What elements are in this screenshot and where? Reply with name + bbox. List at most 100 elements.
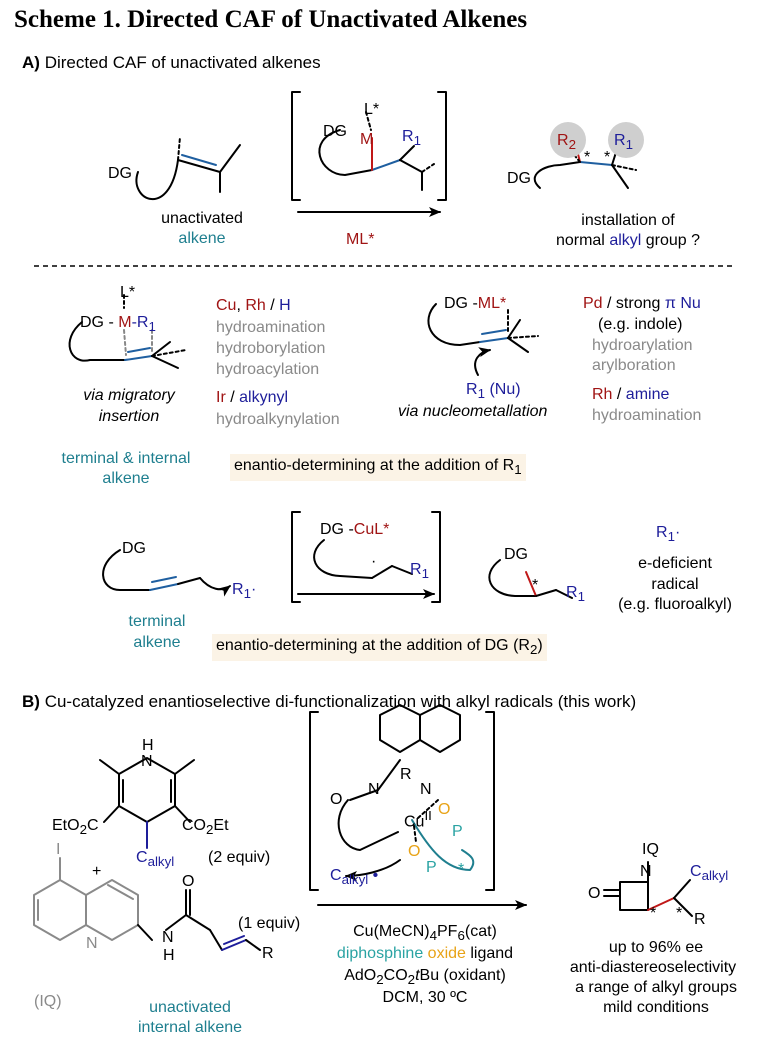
int-p2: P	[426, 859, 437, 876]
dg-product-radical: DG	[504, 546, 528, 563]
iq-product: IQ	[642, 841, 659, 858]
section-a-header: A) Directed CAF of unactivated alkenes	[22, 53, 321, 72]
lactam-n: N	[640, 863, 652, 880]
int-o1: O	[438, 801, 451, 818]
unactivated-b: unactivated	[149, 999, 231, 1016]
radical-label: radical	[651, 576, 699, 593]
bracket-tether	[318, 129, 373, 176]
pd-reaction-2: arylboration	[592, 357, 676, 374]
ir-alkynyl: Ir / alkynyl	[216, 389, 289, 406]
int-n2: N	[420, 781, 432, 798]
amide-n: N	[162, 929, 174, 946]
section-b-header: B) Cu-catalyzed enantioselective di-func…	[22, 692, 636, 711]
stereocenter-star: *	[604, 149, 611, 166]
product-r: R	[694, 911, 706, 928]
cu-ii: CuII	[404, 808, 432, 831]
stereocenter-star: *	[584, 149, 591, 166]
calkyl-product: Calkyl	[690, 863, 729, 884]
a1-bond	[219, 144, 241, 173]
cu-rh-h: Cu, Rh / H	[216, 297, 291, 314]
bracket-left-2	[291, 511, 301, 603]
r1-radical: R1·	[232, 581, 257, 602]
section-a-label: A)	[22, 53, 40, 72]
insertion-label: insertion	[98, 408, 160, 425]
product-star-1: *	[650, 905, 657, 922]
r1-product-radical: R1	[566, 584, 585, 605]
product-star-2: *	[676, 905, 683, 922]
result-ee: up to 96% ee	[608, 939, 704, 956]
dg-radical: DG	[122, 540, 146, 557]
int-n: N	[368, 781, 380, 798]
enantio-dg-banner: enantio-determining at the addition of D…	[212, 634, 547, 662]
mig-reaction-2: hydroborylation	[216, 340, 326, 357]
int-star: *	[458, 861, 465, 878]
alkene-label-2: alkene	[102, 470, 150, 487]
r1-nu-label: R1 (Nu)	[466, 381, 521, 402]
rh-amine: Rh / amine	[592, 386, 670, 403]
int-o: O	[330, 791, 343, 808]
amide-o: O	[182, 873, 195, 890]
normal-alkyl-label: normal alkyl group ?	[555, 232, 701, 249]
r1-bracket: R1	[410, 561, 429, 582]
r2-label-product: R2	[557, 132, 576, 153]
radical-dot: ·	[371, 553, 377, 570]
result-diastereo: anti-diastereoselectivity	[569, 959, 737, 976]
pd-reaction-1: hydroarylation	[592, 337, 693, 354]
catalyst-condition: Cu(MeCN)4PF6(cat)	[353, 923, 497, 944]
iodo-label: I	[56, 841, 61, 858]
substrate-r: R	[262, 945, 274, 962]
a1-bond	[177, 159, 221, 173]
terminal-internal-label: terminal & internal	[61, 450, 191, 467]
bracket-right-3	[485, 711, 495, 891]
r2-highlight-circle	[550, 122, 586, 158]
dg-label-product: DG	[507, 170, 531, 187]
int-r: R	[400, 766, 412, 783]
dg-mig: DG - M-R1	[80, 314, 156, 335]
eto2c-label: EtO2C	[52, 817, 99, 838]
mig-reaction-3: hydroacylation	[216, 361, 320, 378]
eg-indole: (e.g. indole)	[598, 316, 683, 333]
temperature-condition: DCM, 30 ºC	[382, 989, 468, 1006]
section-b-heading: Cu-catalyzed enantioselective di-functio…	[44, 692, 637, 711]
dg-cul: DG -CuL*	[320, 521, 390, 538]
star-radical: *	[532, 577, 539, 594]
via-nucleometallation: via nucleometallation	[398, 403, 548, 420]
mig-reaction-1: hydroamination	[216, 319, 326, 336]
eg-fluoroalkyl: (e.g. fluoroalkyl)	[618, 596, 732, 613]
r1-highlight-circle	[608, 122, 644, 158]
calkyl-int: Calkyl •	[330, 867, 379, 888]
dg-label-a1: DG	[108, 165, 132, 182]
enantio-r1-banner: enantio-determining at the addition of R…	[230, 454, 526, 482]
terminal-label: terminal	[128, 613, 186, 630]
section-b-label: B)	[22, 692, 40, 711]
quinoline-n: N	[86, 935, 98, 952]
a1-bond	[177, 136, 181, 161]
pd-strong-nu: Pd / strong π Nu	[583, 295, 701, 312]
bracket-left-3	[309, 711, 319, 891]
amide-h: H	[163, 947, 175, 964]
a1-tether	[135, 159, 179, 200]
ligand-condition: diphosphine oxide ligand	[336, 945, 514, 962]
alkene-label-3: alkene	[133, 634, 181, 651]
section-a-heading: Directed CAF of unactivated alkenes	[44, 53, 321, 72]
oxidant-condition: AdO2CO2tBu (oxidant)	[344, 967, 506, 988]
result-mild: mild conditions	[603, 999, 709, 1016]
dg-ml-nuc: DG -ML*	[444, 295, 507, 312]
ml-reagent: ML*	[346, 231, 375, 248]
int-o2: O	[408, 843, 421, 860]
nh-h: H	[142, 737, 154, 754]
dg-label-intermediate: DG	[323, 123, 347, 140]
metal-label: M	[360, 131, 374, 148]
e-deficient: e-deficient	[638, 555, 712, 572]
unactivated-label: unactivated	[161, 210, 243, 227]
r1-label-product: R1	[614, 132, 633, 153]
r1-label-intermediate: R1	[402, 128, 421, 149]
result-range: a range of alkyl groups	[575, 979, 737, 996]
rh-reaction: hydroamination	[592, 407, 702, 424]
iq-label: (IQ)	[34, 993, 62, 1010]
bracket-right	[437, 91, 447, 201]
bracket-left	[291, 91, 301, 201]
calkyl-hantzsch: Calkyl	[136, 849, 175, 870]
l-star-mig: L*	[120, 284, 136, 301]
